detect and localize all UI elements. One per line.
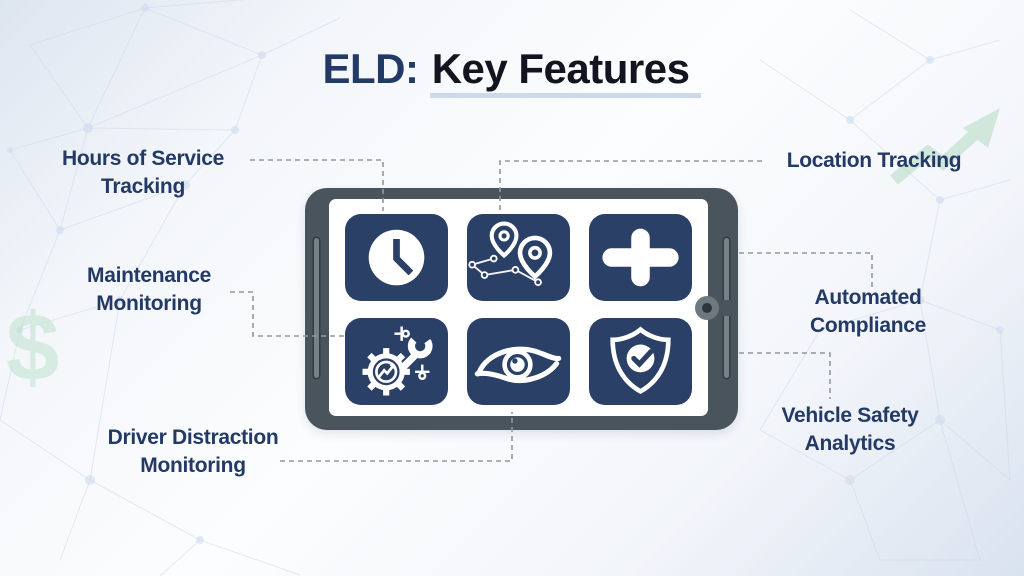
tile-automated-compliance — [589, 214, 692, 301]
page-title: ELD: Key Features — [0, 44, 1024, 98]
tablet-side-slot-left — [314, 238, 319, 378]
shield-check-icon — [610, 326, 671, 395]
feature-label-maintenance: Maintenance Monitoring — [87, 264, 211, 315]
camera-icon — [695, 296, 719, 320]
eye-icon — [474, 346, 562, 384]
tile-hours-of-service — [345, 214, 448, 301]
feature-label-automated-compliance: Automated Compliance — [809, 286, 927, 337]
tile-maintenance-monitoring — [345, 318, 448, 405]
feature-label-driver-distraction: Driver Distraction Monitoring — [107, 426, 279, 477]
title-prefix: ELD: — [322, 45, 420, 92]
tablet-screen — [329, 199, 708, 416]
feature-label-location: Location Tracking — [786, 149, 962, 172]
tile-vehicle-safety-analytics — [589, 318, 692, 405]
feature-label-hours-of-service: Hours of Service Tracking — [61, 147, 225, 198]
title-main: Key Features — [429, 45, 702, 98]
plus-icon — [602, 228, 679, 287]
gear-wrench-icon — [362, 326, 433, 396]
tablet — [305, 188, 738, 430]
dollar-sign-watermark: $ — [6, 294, 60, 401]
route-pins-icon — [468, 221, 553, 287]
tile-location-tracking — [467, 214, 570, 301]
clock-icon — [368, 229, 425, 286]
growth-arrow — [890, 108, 1000, 185]
feature-label-vehicle-safety: Vehicle Safety Analytics — [781, 404, 919, 455]
tile-driver-distraction-monitoring — [467, 318, 570, 405]
